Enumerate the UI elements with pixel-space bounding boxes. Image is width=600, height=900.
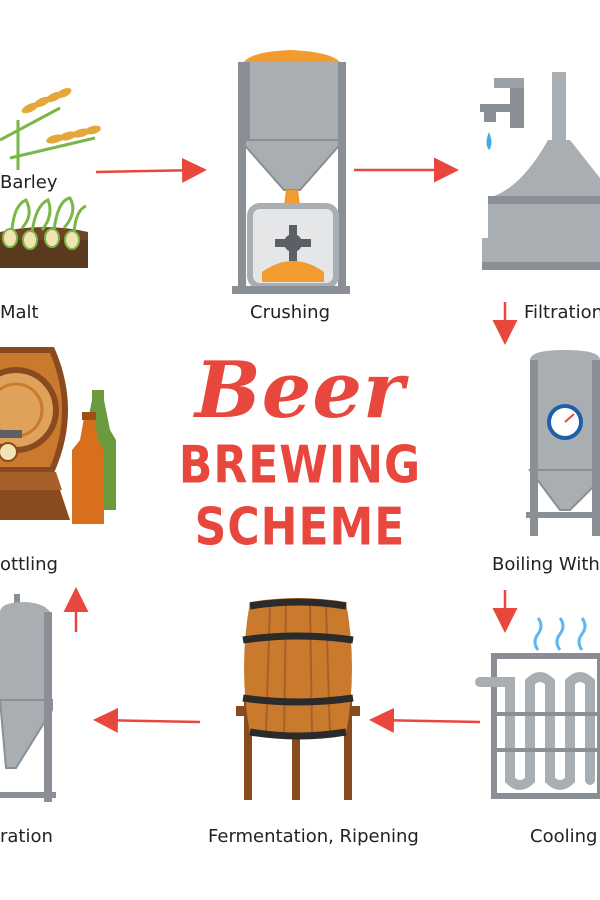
filtration-vessel-icon <box>480 72 600 270</box>
filtration-tank-icon <box>0 594 56 802</box>
arrow-malt-to-crushing <box>95 157 207 183</box>
malt-sprouts-icon <box>0 196 88 268</box>
flow-arrows <box>63 157 518 733</box>
crusher-icon <box>232 50 350 294</box>
arrow-fermentation-to-filtration <box>93 707 201 733</box>
label-barley: Barley <box>0 172 58 193</box>
label-boiling: Boiling With <box>492 554 600 575</box>
bottling-barrel-icon <box>0 347 70 520</box>
label-malt: Malt <box>0 302 39 323</box>
label-filtration: Filtration <box>524 302 600 323</box>
barley-icon <box>0 88 101 170</box>
title-beer: Beer <box>194 345 406 436</box>
label-cooling: Cooling <box>530 826 598 847</box>
title-scheme: SCHEME <box>194 497 406 558</box>
label-filtration-2: ration <box>0 826 53 847</box>
beer-bottles-icon <box>72 390 116 524</box>
label-fermentation: Fermentation, Ripening <box>208 826 419 847</box>
fermentation-barrel-icon <box>236 598 360 800</box>
label-bottling: ottling <box>0 554 58 575</box>
boiling-tank-icon <box>526 350 600 536</box>
arrow-cooling-to-fermentation <box>369 707 481 733</box>
label-crushing: Crushing <box>250 302 330 323</box>
title-brewing: BREWING <box>178 435 422 496</box>
cooling-coil-icon <box>475 617 600 799</box>
